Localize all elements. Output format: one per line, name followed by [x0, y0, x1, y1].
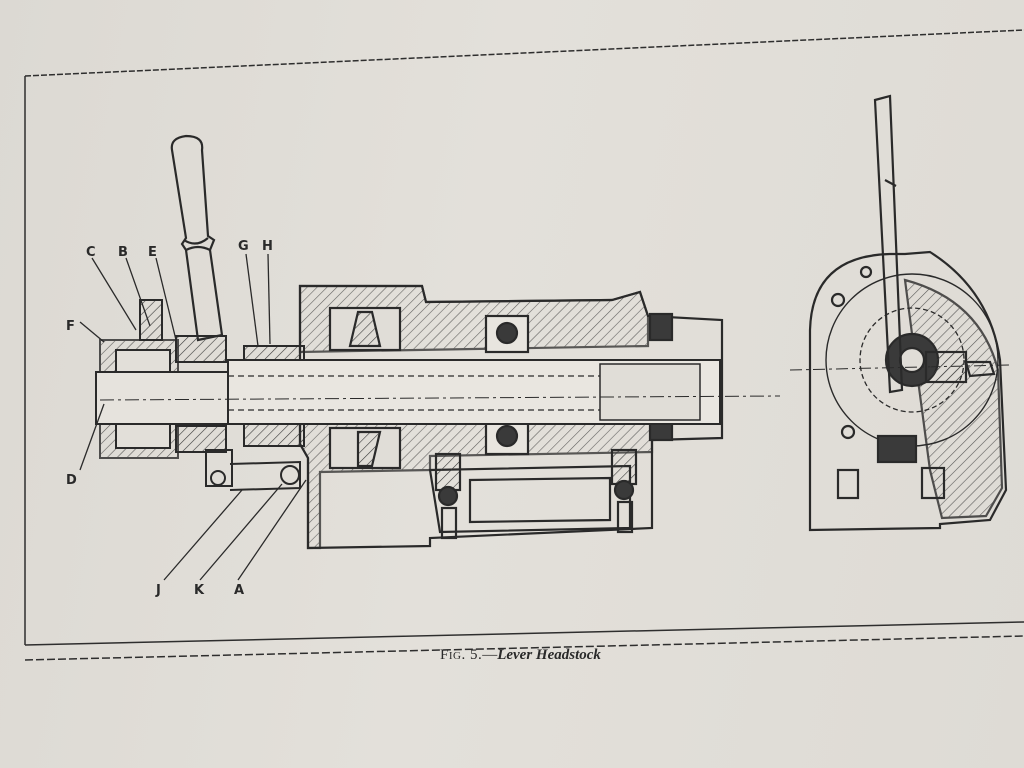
part-labels: C B E F D G H J K A: [66, 239, 274, 598]
headstock-body: [298, 284, 724, 550]
side-view: [789, 94, 1011, 532]
label-c: C: [86, 245, 97, 260]
lever-handle: [170, 134, 224, 342]
leader-lines: [79, 253, 307, 581]
label-b: B: [118, 245, 129, 260]
label-g: G: [238, 239, 250, 254]
label-a: A: [234, 583, 245, 598]
spindle: [95, 299, 781, 491]
label-d: D: [66, 473, 78, 488]
label-j: J: [155, 583, 162, 598]
caption-dash: —: [482, 647, 498, 663]
label-e: E: [148, 245, 158, 260]
label-k: K: [194, 583, 205, 598]
label-f: F: [66, 319, 76, 334]
label-h: H: [262, 239, 274, 254]
frame-lines: [24, 29, 1024, 661]
figure-title: Lever Headstock: [497, 647, 601, 663]
figure-number: Fig. 5.: [440, 647, 483, 663]
figure-caption: Fig. 5.—Lever Headstock: [440, 647, 601, 664]
